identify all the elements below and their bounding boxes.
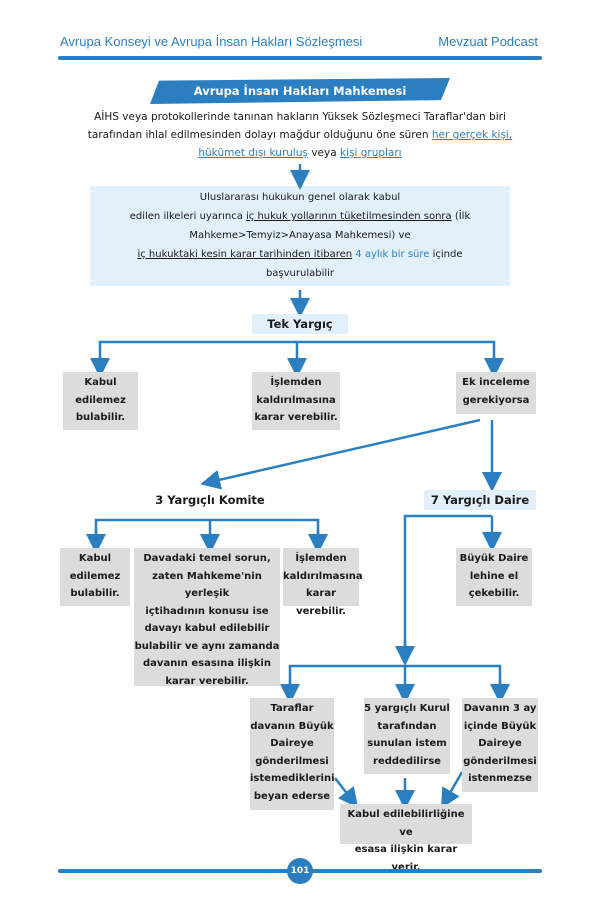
sj-box1-line: Kabul — [84, 377, 117, 388]
intro-line-3: hükümet dışı kuruluş veya kişi grupları — [70, 144, 530, 162]
sj-further-review-box: Ek inceleme gerekiyorsa — [456, 372, 536, 414]
sj-box2-line: kaldırılmasına — [256, 394, 336, 406]
intro-text: AİHS veya protokollerinde tanınan haklar… — [70, 108, 530, 162]
intro-line-2-text: tarafından ihlal edilmesinden dolayı mağ… — [87, 129, 432, 141]
cm-box3-line: kaldırılmasına — [283, 570, 363, 582]
single-judge-title: Tek Yargıç — [252, 314, 348, 334]
ch-box3-line: Davanın 3 ay — [463, 703, 537, 714]
header-left-title: Avrupa Konseyi ve Avrupa İnsan Hakları S… — [60, 34, 363, 49]
cm-box3-line: İşlemden — [295, 553, 347, 564]
cm-box1-line: bulabilir. — [70, 588, 120, 599]
cm-inadmissible-box: Kabul edilemez bulabilir. — [60, 548, 130, 606]
ch-box1-line: istemediklerini — [250, 773, 335, 784]
arrow-box1-final — [334, 777, 359, 808]
sj-strike-out-box: İşlemden kaldırılmasına karar verebilir. — [252, 372, 340, 430]
grand-line: Büyük Daire — [459, 553, 529, 564]
header-right-title: Mevzuat Podcast — [438, 34, 538, 49]
ch-box3-line: Daireye — [478, 738, 522, 749]
cm-box2-line: davanın esasına ilişkin — [143, 658, 271, 669]
ch-box3-line: içinde Büyük — [463, 720, 537, 732]
ch-parties-box: Taraflar davanın Büyük Daireye gönderilm… — [250, 698, 335, 810]
app-line-4: iç hukuktaki kesin karar tarihinden itib… — [90, 245, 510, 264]
intro-line-2: tarafından ihlal edilmesinden dolayı mağ… — [70, 126, 530, 144]
ch-box1-line: gönderilmesi — [255, 755, 329, 767]
banner-title: Avrupa İnsan Hakları Mahkemesi — [150, 78, 450, 104]
cm-case-law-box: Davadaki temel sorun, zaten Mahkeme'nin … — [134, 548, 280, 687]
sj-box1-line: edilemez — [75, 394, 126, 406]
app-line-2: edilen ilkeleri uyarınca iç hukuk yollar… — [90, 207, 510, 226]
cm-box2-line: Davadaki temel sorun, — [143, 553, 271, 564]
cm-box1-line: edilemez — [69, 570, 121, 582]
committee-branch-line — [94, 518, 320, 538]
link-real-person[interactable]: her gerçek kişi, — [431, 129, 513, 141]
chamber-title: 7 Yargıçlı Daire — [424, 490, 536, 510]
ch-box3-line: istenmezse — [468, 773, 532, 784]
cm-box2-line: davayı kabul edilebilir — [144, 623, 270, 634]
arrow-box3-final — [441, 771, 464, 809]
cm-strike-out-box: İşlemden kaldırılmasına karar verebilir. — [283, 548, 363, 617]
committee-title: 3 Yargıçlı Komite — [155, 493, 265, 507]
final-line: Kabul edilebilirliğine ve — [347, 809, 465, 838]
grand-chamber-relinquish-box: Büyük Daire lehine el çekebilir. — [456, 548, 532, 606]
ch-box1-line: Daireye — [270, 738, 314, 749]
cm-box2-line: bulabilir ve aynı zamanda — [134, 640, 280, 652]
ch-box1-line: davanın Büyük — [250, 720, 334, 732]
header-rule — [58, 56, 542, 60]
app-line-4-period: 4 aylık bir süre — [352, 249, 430, 260]
sj-box1-line: bulabilir. — [75, 412, 126, 423]
page-number: 101 — [287, 858, 313, 884]
app-line-1: Uluslararası hukukun genel olarak kabul — [199, 192, 401, 203]
ch-box3-line: gönderilmesi — [463, 755, 537, 767]
application-conditions-box: Uluslararası hukukun genel olarak kabul … — [90, 186, 510, 286]
cm-box2-line: içtihadının konusu ise — [145, 605, 269, 617]
sj-inadmissible-box: Kabul edilemez bulabilir. — [63, 372, 138, 430]
ch-no-referral-box: Davanın 3 ay içinde Büyük Daireye gönder… — [462, 698, 538, 792]
ch-box1-line: beyan ederse — [253, 790, 331, 802]
cm-box2-line: zaten Mahkeme'nin yerleşik — [152, 570, 262, 600]
final-line: esasa ilişkin karar verir. — [354, 844, 458, 873]
chamber-branch-line — [288, 664, 502, 690]
app-line-5: başvurulabilir — [265, 268, 335, 279]
sj-box3-line: Ek inceleme — [462, 377, 530, 388]
ch-box2-line: reddedilirse — [373, 755, 441, 767]
sj-box2-line: karar verebilir. — [254, 412, 338, 423]
sj-box2-line: İşlemden — [270, 377, 322, 388]
sj-box3-line: gerekiyorsa — [462, 394, 530, 406]
cm-box1-line: Kabul — [78, 553, 112, 564]
arrow-to-committee — [200, 418, 481, 490]
link-ngo[interactable]: hükümet dışı kuruluş — [198, 147, 308, 159]
grand-line: lehine el — [469, 570, 519, 582]
chamber-down-line — [403, 514, 492, 656]
final-judgment-box: Kabul edilebilirliğine ve esasa ilişkin … — [340, 804, 472, 873]
ch-box2-line: 5 yargıçlı Kurul — [364, 703, 450, 714]
intro-line-1: AİHS veya protokollerinde tanınan haklar… — [94, 111, 506, 123]
link-person-groups[interactable]: kişi grupları — [339, 147, 402, 159]
app-line-3: Mahkeme>Temyiz>Anayasa Mahkemesi) ve — [189, 230, 411, 241]
ch-panel-rejected-box: 5 yargıçlı Kurul tarafından sunulan iste… — [364, 698, 450, 774]
app-line-2-underlined: iç hukuk yollarının tüketilmesinden sonr… — [246, 211, 452, 222]
cm-box3-line: karar verebilir. — [296, 588, 346, 617]
app-line-2a: edilen ilkeleri uyarınca — [129, 211, 247, 222]
grand-line: çekebilir. — [468, 588, 520, 599]
app-line-4-underlined: iç hukuktaki kesin karar tarihinden itib… — [137, 249, 353, 260]
app-line-4b: içinde — [429, 249, 463, 260]
ch-box2-line: sunulan istem — [367, 738, 447, 749]
ch-box2-line: tarafından — [377, 720, 437, 732]
cm-box2-line: karar verebilir. — [165, 675, 249, 687]
ch-box1-line: Taraflar — [270, 703, 314, 714]
app-line-2b: (İlk — [451, 211, 471, 222]
intro-line-3-text: veya — [307, 147, 340, 159]
